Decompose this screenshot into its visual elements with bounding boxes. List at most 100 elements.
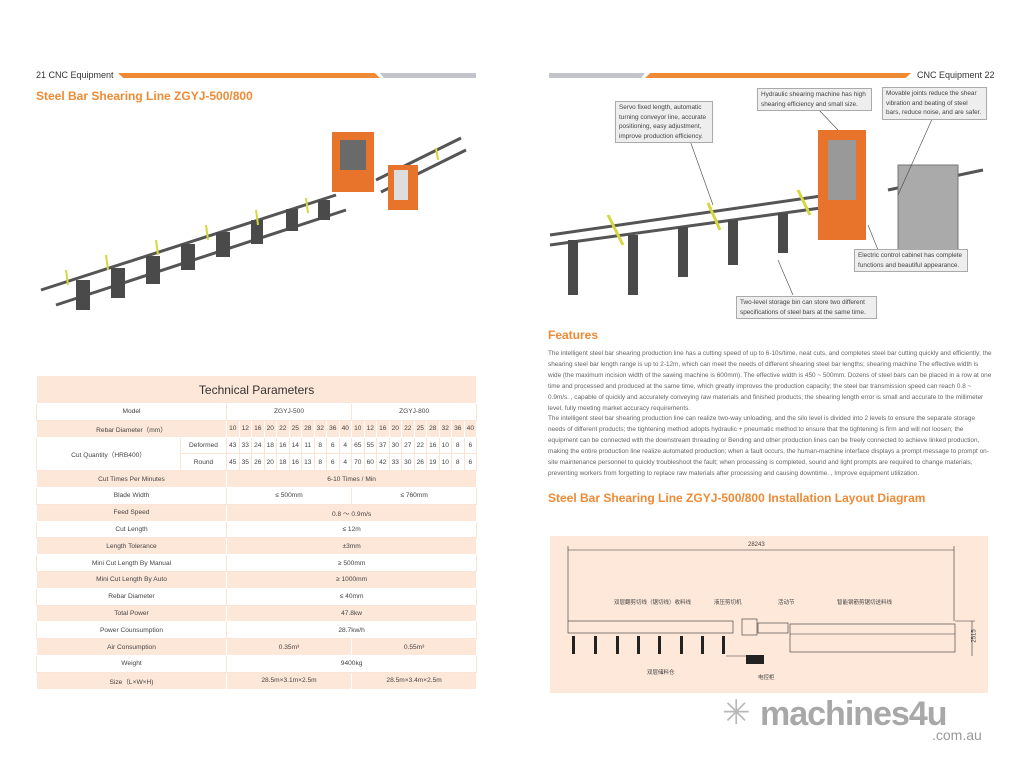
value-cell: 28 xyxy=(426,419,440,438)
value-cell: 55 xyxy=(363,436,377,455)
value-cell: 18 xyxy=(276,453,290,472)
value-cell: 4 xyxy=(338,453,352,472)
row-label: Mini Cut Length By Manual xyxy=(36,554,227,572)
label-collect-line: 双层翻剪切线（锯切线）收料线 xyxy=(614,600,692,606)
callout-hydraulic: Hydraulic shearing machine has high shea… xyxy=(757,88,872,112)
table-row: Mini Cut Length By Auto≥ 1000mm xyxy=(36,570,478,589)
callout-movable: Movable joints reduce the shear vibratio… xyxy=(882,87,987,120)
value-cell: 33 xyxy=(388,453,402,472)
value-cell: 26 xyxy=(413,453,427,472)
value-800: 0.55m³ xyxy=(350,638,478,656)
callout-electric: Electric control cabinet has complete fu… xyxy=(854,249,968,273)
value-cell: 22 xyxy=(413,436,427,455)
sub-label: Round xyxy=(180,453,227,472)
value-cell: 35 xyxy=(238,453,252,472)
label-storage-bin: 双层储料仓 xyxy=(647,670,675,676)
row-label: Model xyxy=(36,403,227,421)
label-cabinet: 电控柜 xyxy=(758,675,775,681)
installation-layout-diagram: 28243 2515 双层翻剪切线（锯切线）收料线 液压剪切机 活动节 智能钢筋… xyxy=(550,536,988,693)
label-joint: 活动节 xyxy=(778,600,795,606)
value-cell: 10 xyxy=(438,436,452,455)
value-cell: 24 xyxy=(251,436,265,455)
features-paragraph-2: The intelligent steel bar shearing produ… xyxy=(548,415,989,477)
value-cell: 28 xyxy=(301,419,315,438)
row-label: Blade Width xyxy=(36,486,227,505)
model-500: ZGYJ-500 xyxy=(226,403,352,421)
callout-servo: Servo fixed length, automatic turning co… xyxy=(615,101,713,144)
value-cell: 36 xyxy=(326,419,340,438)
value-cell: 40 xyxy=(338,419,352,438)
value-800: 28.5m×3.4m×2.5m xyxy=(350,671,478,690)
row-value: 0.8 ～ 0.9m/s xyxy=(225,503,478,522)
value-500: 0.35m³ xyxy=(226,638,352,656)
row-label: Mini Cut Length By Auto xyxy=(36,570,227,589)
row-value: ≤ 12m xyxy=(225,520,478,539)
value-cell: 13 xyxy=(301,453,315,472)
value-cell: 8 xyxy=(451,436,465,455)
value-cell: 33 xyxy=(238,436,252,455)
value-cell: 18 xyxy=(263,436,277,455)
header-orange-bar xyxy=(645,73,911,78)
dimension-length: 28243 xyxy=(748,542,765,548)
page-header-left: 21 CNC Equipment xyxy=(36,70,114,80)
value-cell: 8 xyxy=(313,436,327,455)
value-cell: 14 xyxy=(288,436,302,455)
value-cell: 43 xyxy=(226,436,240,455)
value-cell: 26 xyxy=(251,453,265,472)
technical-parameters-table: Technical Parameters Model ZGYJ-500 ZGYJ… xyxy=(35,375,478,690)
value-cell: 22 xyxy=(401,419,415,438)
page-header-right: CNC Equipment 22 xyxy=(917,70,995,80)
value-cell: 36 xyxy=(451,419,465,438)
table-row: Blade Width≤ 500mm≤ 760mm xyxy=(36,486,478,505)
value-cell: 12 xyxy=(238,419,252,438)
row-label: Weight xyxy=(36,654,227,673)
row-label: Cut Quantity（HRB400） xyxy=(36,436,181,472)
value-cell: 12 xyxy=(363,419,377,438)
model-800: ZGYJ-800 xyxy=(350,403,478,421)
value-cell: 6 xyxy=(463,453,478,472)
shearing-line-photo xyxy=(40,132,467,310)
snowflake-icon: ✳ xyxy=(722,694,751,732)
value-cell: 6 xyxy=(326,453,340,472)
value-cell: 8 xyxy=(451,453,465,472)
row-value: ≤ 40mm xyxy=(225,587,478,606)
header-grey-bar xyxy=(549,73,645,78)
value-cell: 25 xyxy=(288,419,302,438)
value-cell: 22 xyxy=(276,419,290,438)
shearing-line-annotated-photo xyxy=(549,108,984,296)
domain: .com.au xyxy=(932,727,982,743)
value-cell: 20 xyxy=(388,419,402,438)
value-cell: 16 xyxy=(276,436,290,455)
table-row: Model ZGYJ-500 ZGYJ-800 xyxy=(36,403,478,421)
value-cell: 32 xyxy=(438,419,452,438)
value-500: 28.5m×3.1m×2.5m xyxy=(226,671,352,690)
value-cell: 20 xyxy=(263,419,277,438)
value-800: ≤ 760mm xyxy=(350,486,478,505)
row-value: ±3mm xyxy=(225,537,478,556)
row-value: 47.8kw xyxy=(225,604,478,623)
page-title: Steel Bar Shearing Line ZGYJ-500/800 xyxy=(36,89,253,103)
dimension-width: 2515 xyxy=(971,629,978,643)
value-cell: 16 xyxy=(426,436,440,455)
value-cell: 6 xyxy=(463,436,478,455)
header-grey-bar xyxy=(380,73,476,78)
row-label: Rebar Diameter xyxy=(36,587,227,606)
table-row: Mini Cut Length By Manual≥ 500mm xyxy=(36,554,478,572)
row-value: 6-10 Times / Min xyxy=(225,470,478,488)
value-cell: 10 xyxy=(438,453,452,472)
row-value: 9400kg xyxy=(225,654,478,673)
label-feed-line: 智能钢筋剪锯切送料线 xyxy=(837,600,893,606)
row-label: Air Consumption xyxy=(36,638,227,656)
features-paragraph-1: The intelligent steel bar shearing produ… xyxy=(548,350,992,412)
value-cell: 16 xyxy=(376,419,390,438)
row-label: Size（L×W×H) xyxy=(36,671,227,690)
callout-storage: Two-level storage bin can store two diff… xyxy=(736,296,877,320)
value-cell: 40 xyxy=(463,419,478,438)
value-cell: 6 xyxy=(326,436,340,455)
layout-heading: Steel Bar Shearing Line ZGYJ-500/800 Ins… xyxy=(548,491,926,505)
